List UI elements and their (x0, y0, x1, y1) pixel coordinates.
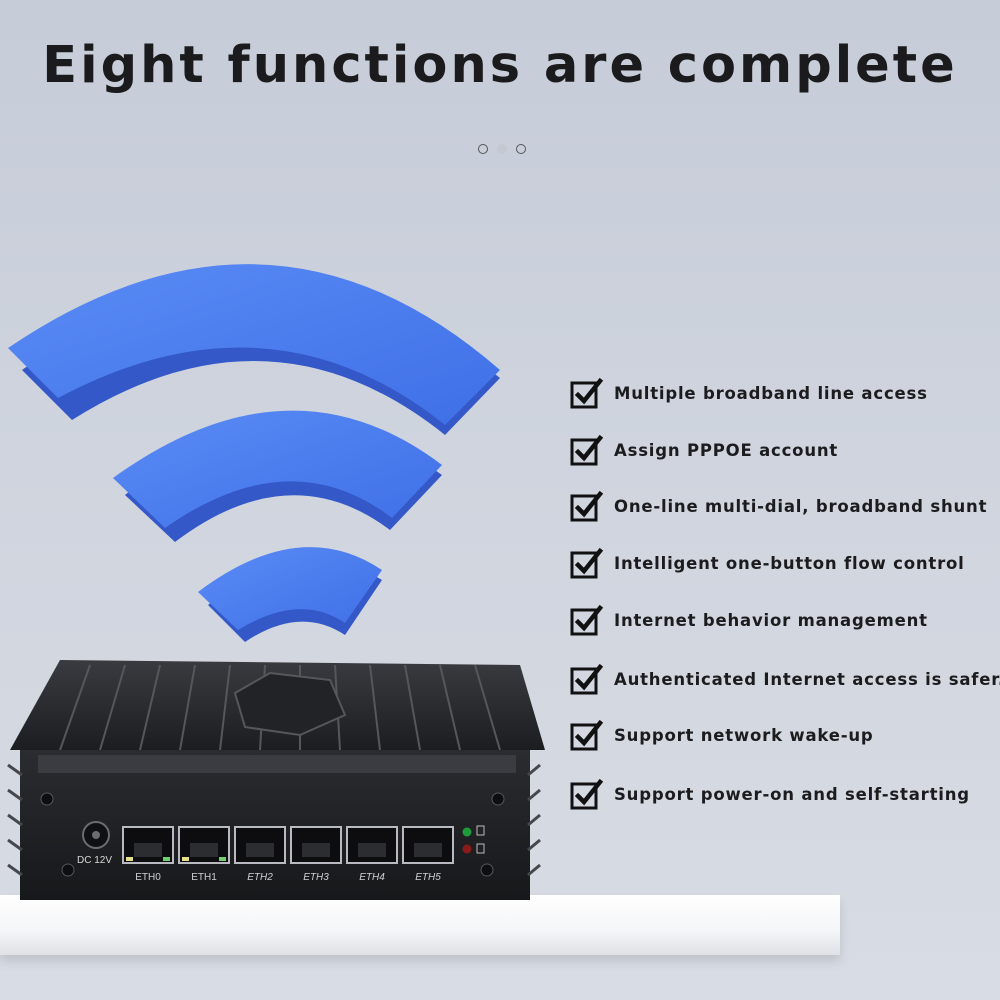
page-title: Eight functions are complete (42, 36, 958, 95)
port-label-eth5: ETH5 (415, 872, 441, 883)
feature-item: One-line multi-dial, broadband shunt (570, 489, 987, 523)
feature-label: Multiple broadband line access (614, 383, 928, 403)
port-label-eth0: ETH0 (135, 872, 161, 883)
feature-item: Support network wake-up (570, 718, 874, 752)
feature-label: Support network wake-up (614, 725, 874, 745)
feature-item: Authenticated Internet access is safer. (570, 662, 1000, 696)
carousel-dot-1[interactable] (478, 144, 488, 154)
mini-pc-device: DC 12V ETH0 ETH1 ETH2 ETH3 ETH4 ETH5 (0, 655, 560, 925)
checkbox-icon (570, 604, 604, 636)
checkbox-icon (570, 490, 604, 522)
feature-label: Assign PPPOE account (614, 440, 839, 460)
checkbox-icon (570, 547, 604, 579)
carousel-indicator (478, 144, 526, 154)
checkbox-icon (570, 778, 604, 810)
feature-label: Internet behavior management (614, 610, 928, 630)
feature-item: Internet behavior management (570, 603, 928, 637)
power-label: DC 12V (77, 855, 113, 866)
checkbox-icon (570, 434, 604, 466)
feature-label: One-line multi-dial, broadband shunt (614, 496, 988, 516)
feature-item: Assign PPPOE account (570, 433, 838, 467)
feature-item: Intelligent one-button flow control (570, 546, 965, 580)
carousel-dot-3[interactable] (516, 144, 526, 154)
wifi-arc-small (198, 547, 382, 642)
checkbox-icon (570, 663, 604, 695)
checkbox-icon (570, 377, 604, 409)
port-label-eth1: ETH1 (191, 872, 217, 883)
wifi-icon (8, 264, 500, 642)
port-label-eth2: ETH2 (247, 872, 273, 883)
feature-item: Support power-on and self-starting (570, 777, 970, 811)
white-shelf (0, 895, 840, 955)
checkbox-icon (570, 719, 604, 751)
feature-label: Intelligent one-button flow control (614, 553, 965, 573)
feature-label: Authenticated Internet access is safer. (614, 669, 1000, 689)
feature-item: Multiple broadband line access (570, 376, 928, 410)
port-label-eth3: ETH3 (303, 872, 329, 883)
feature-label: Support power-on and self-starting (614, 784, 970, 804)
wifi-arc-medium (113, 410, 442, 542)
port-label-eth4: ETH4 (359, 872, 385, 883)
carousel-dot-2[interactable] (497, 144, 507, 154)
wifi-arc-large (8, 264, 500, 435)
